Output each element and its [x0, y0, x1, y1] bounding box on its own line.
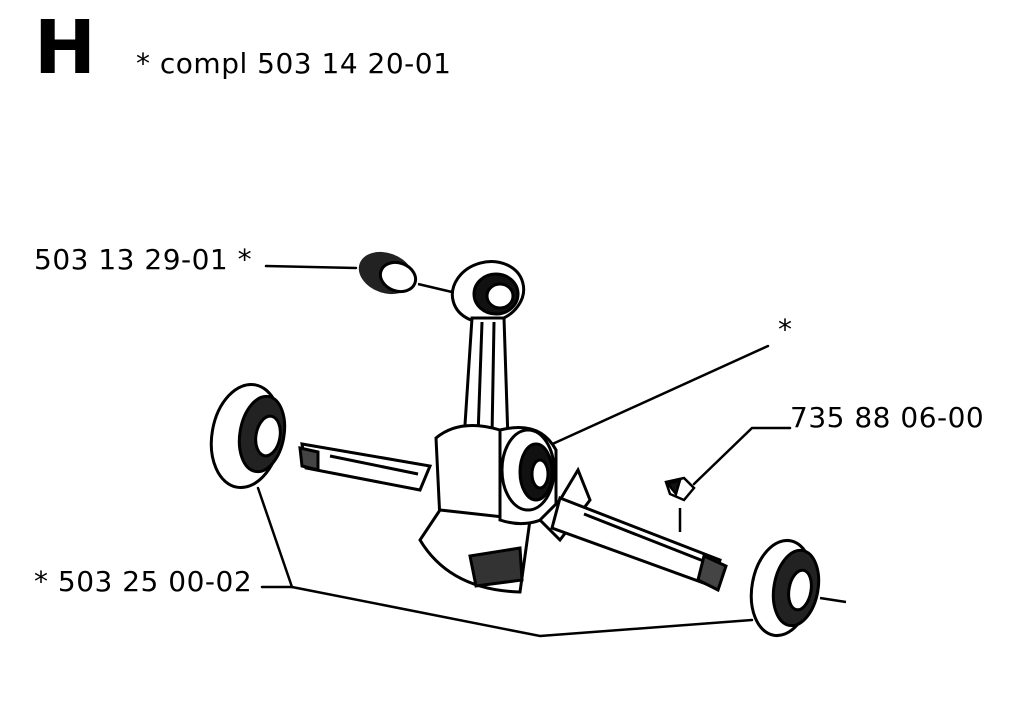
right-main-bearing-part [749, 538, 847, 638]
connecting-rod-part [450, 260, 526, 442]
leader-main-bearings-2 [256, 486, 294, 589]
left-main-bearing-part [209, 382, 287, 490]
left-shaft-part [298, 442, 433, 492]
crank-web-part [418, 424, 592, 594]
leader-key [692, 426, 792, 486]
callout-main-bearings: * 503 25 00-02 [34, 565, 253, 598]
section-letter: H [34, 5, 96, 91]
leader-crank-star [546, 344, 770, 448]
assembly-part-number: * compl 503 14 20-01 [136, 47, 452, 80]
woodruff-key-part [664, 476, 696, 532]
right-shaft-part [550, 495, 728, 593]
callout-needle-bearing: 503 13 29-01 * [34, 243, 253, 276]
callout-key: 735 88 06-00 [790, 401, 985, 434]
needle-bearing-part [358, 251, 453, 295]
leader-main-bearings-3 [290, 585, 754, 638]
leader-needle-bearing [264, 264, 358, 270]
callout-crank-star: * [778, 313, 793, 346]
